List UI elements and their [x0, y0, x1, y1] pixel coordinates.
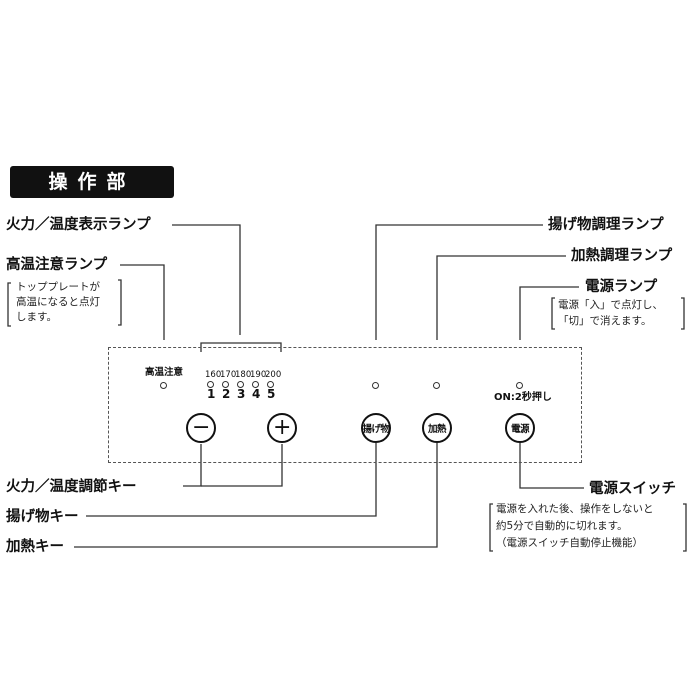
- temp-160: 160: [205, 370, 222, 380]
- high-temp-text: 高温注意: [145, 367, 184, 378]
- level-lamp-5: [267, 381, 274, 388]
- power-lamp-note-1: 電源「入」で点灯し、: [558, 299, 663, 311]
- minus-key[interactable]: −: [186, 413, 216, 443]
- heat-cook-lamp: [433, 382, 440, 389]
- heat-key-label: 加熱キー: [6, 539, 64, 555]
- power-lamp-note-2: 「切」で消えます。: [558, 315, 652, 327]
- heat-temp-lamp-label: 火力／温度表示ランプ: [6, 217, 151, 233]
- section-title: 操作部: [10, 166, 174, 198]
- power-switch-note-2: 約5分で自動的に切れます。: [496, 520, 628, 532]
- power-lamp: [516, 382, 523, 389]
- heat-temp-keys-label: 火力／温度調節キー: [6, 479, 137, 495]
- high-temp-note-3: します。: [16, 311, 57, 323]
- heat-cook-lamp-label: 加熱調理ランプ: [571, 248, 673, 264]
- fry-key[interactable]: 揚げ物: [361, 413, 391, 443]
- plus-key[interactable]: +: [267, 413, 297, 443]
- high-temp-note-2: 高温になると点灯: [16, 296, 100, 308]
- power-switch-note-3: （電源スイッチ自動停止機能）: [496, 537, 643, 549]
- level-3: 3: [237, 387, 246, 401]
- level-5: 5: [267, 387, 276, 401]
- level-lamp-2: [222, 381, 229, 388]
- temp-180: 180: [235, 370, 252, 380]
- heat-key[interactable]: 加熱: [422, 413, 452, 443]
- level-1: 1: [207, 387, 216, 401]
- fry-key-label: 揚げ物キー: [6, 509, 79, 525]
- temp-190: 190: [250, 370, 267, 380]
- power-lamp-label: 電源ランプ: [585, 279, 658, 295]
- high-temp-lamp: [160, 382, 167, 389]
- level-lamp-4: [252, 381, 259, 388]
- level-2: 2: [222, 387, 231, 401]
- level-4: 4: [252, 387, 261, 401]
- power-key[interactable]: 電源: [505, 413, 535, 443]
- level-lamp-1: [207, 381, 214, 388]
- temp-200: 200: [265, 370, 282, 380]
- fry-cook-lamp-label: 揚げ物調理ランプ: [548, 217, 664, 233]
- power-switch-note-1: 電源を入れた後、操作をしないと: [496, 503, 654, 515]
- high-temp-lamp-label: 高温注意ランプ: [6, 257, 108, 273]
- fry-cook-lamp: [372, 382, 379, 389]
- level-lamp-3: [237, 381, 244, 388]
- high-temp-note-1: トッププレートが: [16, 281, 100, 293]
- control-panel: [108, 347, 582, 463]
- power-switch-label: 電源スイッチ: [589, 481, 676, 497]
- power-hold-text: ON:2秒押し: [494, 392, 552, 403]
- temp-170: 170: [220, 370, 237, 380]
